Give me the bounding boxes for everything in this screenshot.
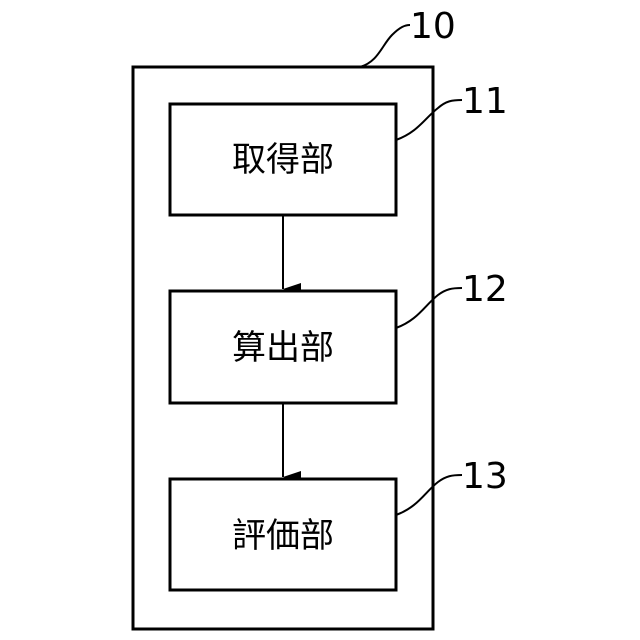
block-acquisition-ref-label: 11 (462, 81, 508, 122)
container-leader-line (360, 25, 410, 67)
container-ref-label: 10 (410, 6, 456, 47)
block-calculation-label: 算出部 (232, 328, 334, 368)
block-calculation-leader-line (396, 288, 462, 328)
block-calculation-ref-label: 12 (462, 269, 508, 310)
block-acquisition-leader-line (396, 100, 462, 140)
block-evaluation-ref-label: 13 (462, 456, 508, 497)
block-evaluation-leader-line (396, 475, 462, 515)
block-evaluation-label: 評価部 (232, 516, 334, 556)
block-acquisition-label: 取得部 (232, 140, 334, 180)
